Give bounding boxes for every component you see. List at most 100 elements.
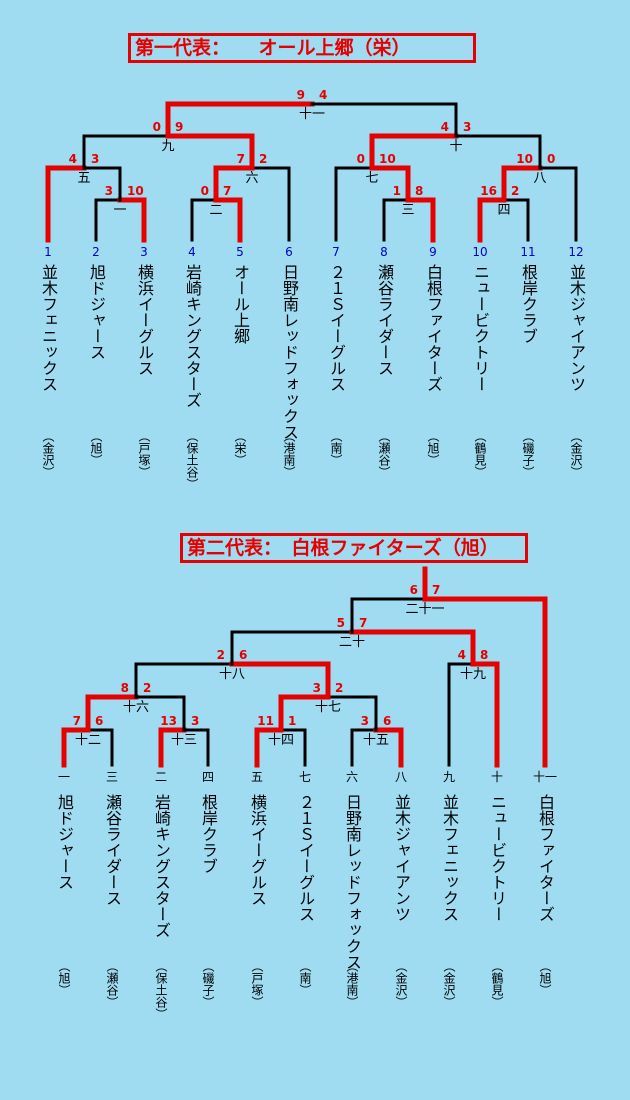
b1-seed-number: 10	[472, 245, 487, 259]
b1-team-name: 瀬谷ライダース	[375, 264, 394, 376]
b2-seed-number: 三	[106, 770, 118, 784]
b2-team-name: 旭ドジャース	[55, 794, 74, 890]
b1-team-area: （磯子）	[521, 430, 535, 478]
b2-score-right: 7	[359, 616, 367, 630]
b2-seed-number: 十	[491, 770, 503, 784]
b1-team-name: 並木フェニックス	[39, 264, 58, 392]
b1-score-right: 3	[91, 152, 99, 166]
b1-team-name: ２１Ｓイーグルス	[327, 264, 346, 392]
b1-score-right: 10	[379, 152, 396, 166]
b1-team-name: 並木ジャイアンツ	[567, 264, 586, 392]
b1-score-left: 4	[441, 120, 449, 134]
b2-seed-number: 十一	[533, 770, 557, 784]
b1-team-area: （瀬谷）	[377, 430, 391, 478]
b1-team-area: （港南）	[282, 430, 296, 478]
b2-team-name: ２１Ｓイーグルス	[296, 794, 315, 922]
b1-score-right: 2	[511, 184, 519, 198]
b1-team-area: （旭）	[426, 430, 440, 466]
b1-seed-number: 4	[188, 245, 196, 259]
b2-seed-number: 二	[155, 770, 167, 784]
b2-score-left: 5	[337, 616, 345, 630]
b2-team-area: （磯子）	[201, 960, 215, 1008]
b2-team-area: （金沢）	[394, 960, 408, 1008]
b2-match-label: 十七	[315, 700, 341, 715]
b2-team-area: （金沢）	[442, 960, 456, 1008]
b1-team-name: 旭ドジャース	[87, 264, 106, 360]
b1-score-right: 2	[259, 152, 267, 166]
b1-seed-number: 7	[332, 245, 340, 259]
b1-score-right: 3	[463, 120, 471, 134]
b1-team-area: （金沢）	[41, 430, 55, 478]
b2-match-label: 十六	[123, 700, 149, 715]
b1-score-left: 3	[105, 184, 113, 198]
b2-seed-number: 四	[202, 770, 214, 784]
b2-match-label: 十四	[268, 733, 294, 748]
b1-seed-number: 12	[568, 245, 583, 259]
b1-match-label: 四	[497, 203, 510, 218]
b1-score-right: 8	[415, 184, 423, 198]
b1-score-left: 1	[393, 184, 401, 198]
b2-team-name: 根岸クラブ	[199, 794, 218, 874]
b2-team-area: （旭）	[57, 960, 71, 996]
b2-score-left: 13	[160, 714, 177, 728]
b1-score-left: 10	[516, 152, 533, 166]
b2-score-right: 3	[191, 714, 199, 728]
b2-score-left: 3	[313, 681, 321, 695]
b2-seed-number: 六	[346, 770, 358, 784]
b2-match-label: 十三	[171, 733, 197, 748]
b1-seed-number: 11	[520, 245, 535, 259]
b2-match-label: 二十	[339, 635, 365, 650]
b1-team-name: 横浜イーグルス	[135, 264, 154, 376]
b2-score-right: 7	[432, 583, 440, 597]
b1-score-left: 9	[297, 88, 305, 102]
b2-score-left: 6	[410, 583, 418, 597]
b2-score-right: 2	[143, 681, 151, 695]
b1-team-name: 岩崎キングスターズ	[183, 264, 202, 408]
b2-score-right: 6	[95, 714, 103, 728]
b1-team-area: （鶴見）	[473, 430, 487, 478]
b1-seed-number: 8	[380, 245, 388, 259]
b2-score-right: 8	[480, 648, 488, 662]
b1-team-area: （旭）	[89, 430, 103, 466]
bracket1-title: 第一代表： オール上郷（栄）	[128, 33, 476, 63]
b1-match-label: 九	[161, 139, 174, 154]
b1-team-name: 根岸クラブ	[519, 264, 538, 344]
b1-match-label: 一	[113, 203, 126, 218]
b2-team-name: 横浜イーグルス	[248, 794, 267, 906]
b2-score-left: 3	[361, 714, 369, 728]
bracket2-title: 第二代表： 白根ファイターズ（旭）	[180, 533, 528, 563]
b2-seed-number: 七	[299, 770, 311, 784]
b1-seed-number: 5	[236, 245, 244, 259]
b1-team-name: ニュービクトリー	[471, 264, 490, 392]
b1-score-left: 0	[357, 152, 365, 166]
b2-score-left: 7	[73, 714, 81, 728]
b1-score-right: 10	[127, 184, 144, 198]
b1-team-area: （南）	[329, 430, 343, 466]
b1-team-name: オール上郷	[231, 264, 250, 344]
b1-score-right: 0	[547, 152, 555, 166]
b2-score-left: 4	[458, 648, 466, 662]
b1-score-left: 7	[237, 152, 245, 166]
b2-score-right: 6	[239, 648, 247, 662]
b2-team-name: 瀬谷ライダース	[103, 794, 122, 906]
b1-seed-number: 3	[140, 245, 148, 259]
b2-score-left: 2	[217, 648, 225, 662]
b1-seed-number: 2	[92, 245, 100, 259]
b1-seed-number: 1	[44, 245, 52, 259]
b1-match-label: 十一	[299, 107, 325, 122]
b2-team-name: 白根ファイターズ	[536, 794, 555, 922]
b2-team-area: （旭）	[538, 960, 552, 996]
b2-team-area: （港南）	[345, 960, 359, 1008]
b1-seed-number: 9	[429, 245, 437, 259]
b2-match-label: 十八	[219, 667, 245, 682]
b2-score-right: 1	[288, 714, 296, 728]
b2-team-name: 日野南レッドフォックス	[343, 794, 362, 970]
b2-seed-number: 九	[443, 770, 455, 784]
b1-match-label: 三	[401, 203, 414, 218]
b1-match-label: 八	[533, 171, 546, 186]
b2-score-right: 6	[383, 714, 391, 728]
b1-team-area: （金沢）	[569, 430, 583, 478]
b1-match-label: 七	[365, 171, 378, 186]
b1-match-label: 六	[245, 171, 258, 186]
